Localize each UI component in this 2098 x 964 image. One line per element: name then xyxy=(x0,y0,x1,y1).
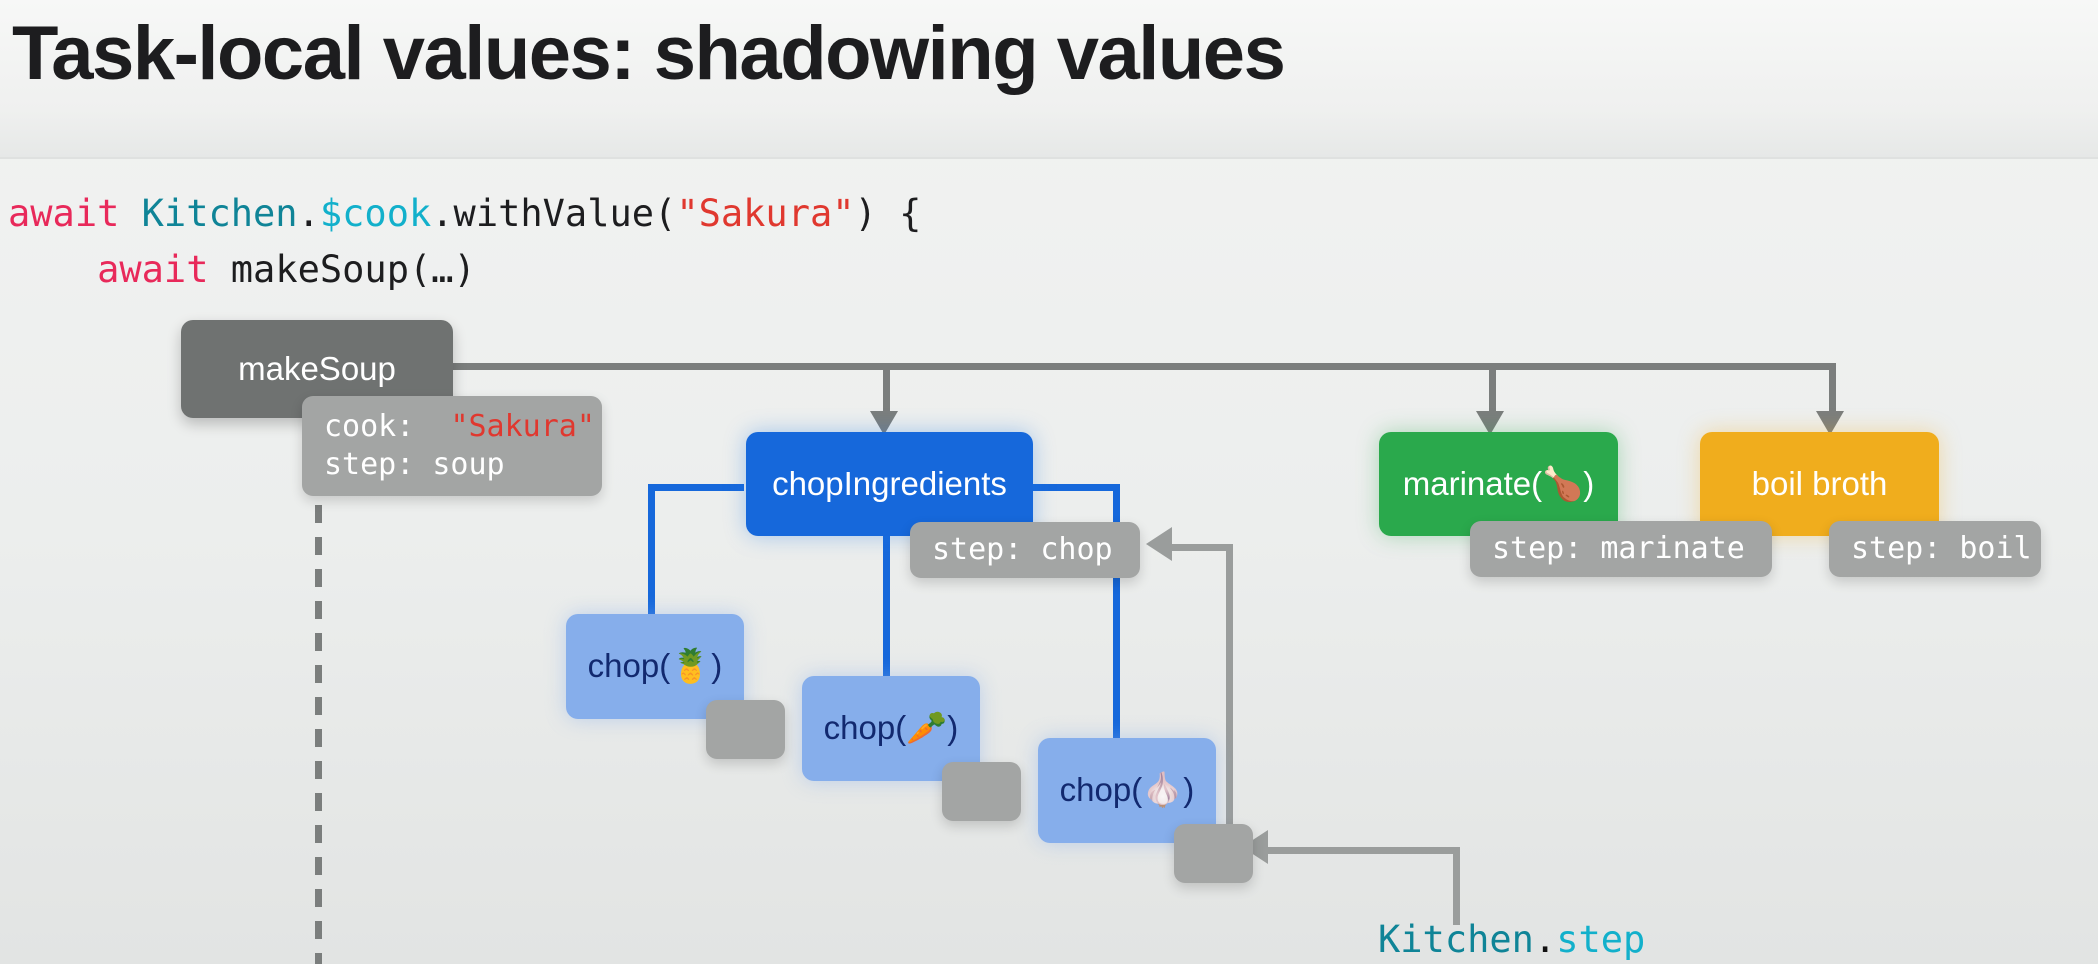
code-keyword-await: await xyxy=(8,192,142,235)
node-chop-pineapple-label: chop(🍍) xyxy=(587,647,723,684)
makesoup-lifeline xyxy=(315,505,322,964)
node-chopingredients[interactable]: chopIngredients xyxy=(746,432,1033,536)
callout-vertical-upper xyxy=(1226,544,1233,854)
node-chop-garlic-label: chop(🧄) xyxy=(1059,771,1195,808)
connector-to-marinate xyxy=(1489,363,1496,415)
code-line1-tail: ) { xyxy=(854,192,922,235)
connector-to-boilbroth xyxy=(1829,363,1836,415)
tooltip-makesoup-step-row: step: soup xyxy=(324,447,505,482)
connector-to-chopingredients xyxy=(883,363,890,415)
arrowhead-boilbroth xyxy=(1816,411,1844,435)
tooltip-marinate-text: step: marinate xyxy=(1492,531,1745,567)
tooltip-makesoup-cook-value: "Sakura" xyxy=(450,409,595,445)
node-marinate[interactable]: marinate(🍗) xyxy=(1379,432,1618,536)
connector-chop3-v xyxy=(1113,484,1120,762)
node-boilbroth[interactable]: boil broth xyxy=(1700,432,1939,536)
tooltip-chop-pineapple xyxy=(706,700,785,759)
tooltip-marinate: step: marinate xyxy=(1470,521,1772,577)
header-divider xyxy=(0,157,2098,159)
connector-chop2-v xyxy=(883,524,890,710)
node-chopingredients-label: chopIngredients xyxy=(772,465,1007,502)
code-call-withvalue: .withValue( xyxy=(431,192,677,235)
arrowhead-marinate xyxy=(1476,411,1504,435)
code-dot: . xyxy=(297,192,320,235)
tooltip-makesoup: cook: "Sakura" step: soup xyxy=(302,396,602,496)
node-marinate-label: marinate(🍗) xyxy=(1402,464,1595,502)
tooltip-chopingredients: step: chop xyxy=(910,522,1140,578)
callout-type-kitchen: Kitchen xyxy=(1378,918,1534,961)
code-keyword-await-2: await xyxy=(97,248,231,291)
code-call-makesoup: makeSoup(…) xyxy=(230,248,476,291)
tooltip-boilbroth-text: step: boil xyxy=(1851,531,2032,567)
connector-chop3-h xyxy=(1020,484,1120,491)
node-makesoup-label: makeSoup xyxy=(238,350,396,387)
code-prop-cook: $cook xyxy=(319,192,432,235)
callout-prop-step: step xyxy=(1556,918,1646,961)
connector-makesoup-trunk xyxy=(336,363,1836,370)
connector-chop1-v xyxy=(648,484,655,632)
tooltip-chop-garlic xyxy=(1174,824,1253,883)
callout-horizontal-upper xyxy=(1170,544,1232,551)
tooltip-chop-carrot xyxy=(942,762,1021,821)
tooltip-boilbroth: step: boil xyxy=(1829,521,2041,577)
callout-label-kitchen-step: Kitchen.step xyxy=(1378,918,1645,961)
tooltip-makesoup-cook-key: cook: xyxy=(324,409,451,445)
tooltip-chopingredients-text: step: chop xyxy=(932,532,1113,568)
callout-dot: . xyxy=(1533,918,1557,961)
header-band xyxy=(0,0,2098,158)
code-line-2: await makeSoup(…) xyxy=(8,248,476,291)
tooltip-makesoup-cook-row: cook: "Sakura" xyxy=(324,408,595,446)
node-chop-carrot-label: chop(🥕) xyxy=(823,709,959,746)
page-title: Task-local values: shadowing values xyxy=(12,11,1286,96)
code-string-sakura: "Sakura" xyxy=(676,192,855,235)
code-indent xyxy=(8,248,97,291)
callout-vertical-lower xyxy=(1453,847,1460,925)
code-type-kitchen: Kitchen xyxy=(141,192,298,235)
callout-horizontal-lower xyxy=(1266,847,1460,854)
connector-chop1-h xyxy=(648,484,744,491)
node-boilbroth-label: boil broth xyxy=(1751,465,1888,502)
arrowhead-chopingredients xyxy=(870,411,898,435)
callout-arrowhead-stepchop xyxy=(1146,527,1172,561)
code-line-1: await Kitchen.$cook.withValue("Sakura") … xyxy=(8,192,921,235)
